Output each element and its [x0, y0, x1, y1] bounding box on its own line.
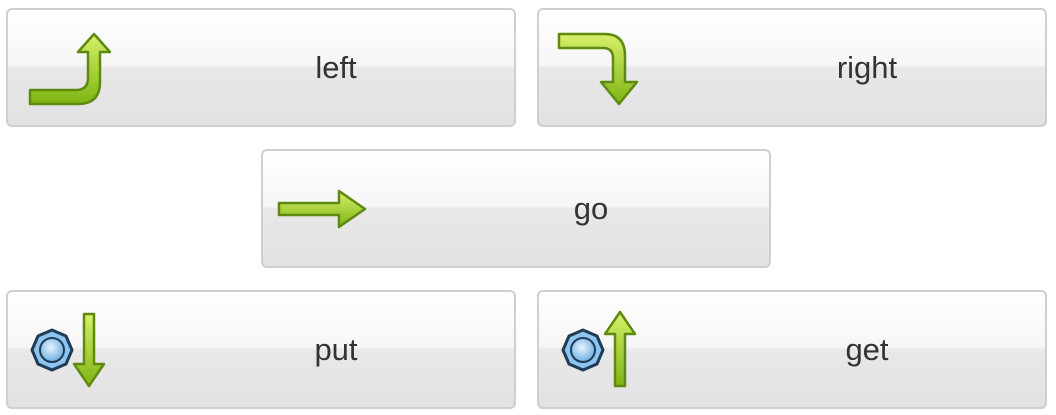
turn-right-arrow-icon	[553, 24, 645, 112]
get-label: get	[845, 331, 889, 367]
turn-left-arrow-icon	[22, 24, 114, 112]
go-button[interactable]: go	[261, 149, 771, 268]
right-button[interactable]: right	[537, 8, 1047, 127]
right-label: right	[836, 49, 898, 85]
gem-down-arrow-icon	[22, 306, 114, 394]
go-label: go	[573, 190, 609, 226]
left-label: left	[315, 49, 357, 85]
put-label: put	[314, 331, 358, 367]
left-button[interactable]: left	[6, 8, 516, 127]
get-button[interactable]: get	[537, 290, 1047, 409]
put-button[interactable]: put	[6, 290, 516, 409]
gem-up-arrow-icon	[553, 306, 645, 394]
forward-arrow-icon	[277, 165, 369, 253]
